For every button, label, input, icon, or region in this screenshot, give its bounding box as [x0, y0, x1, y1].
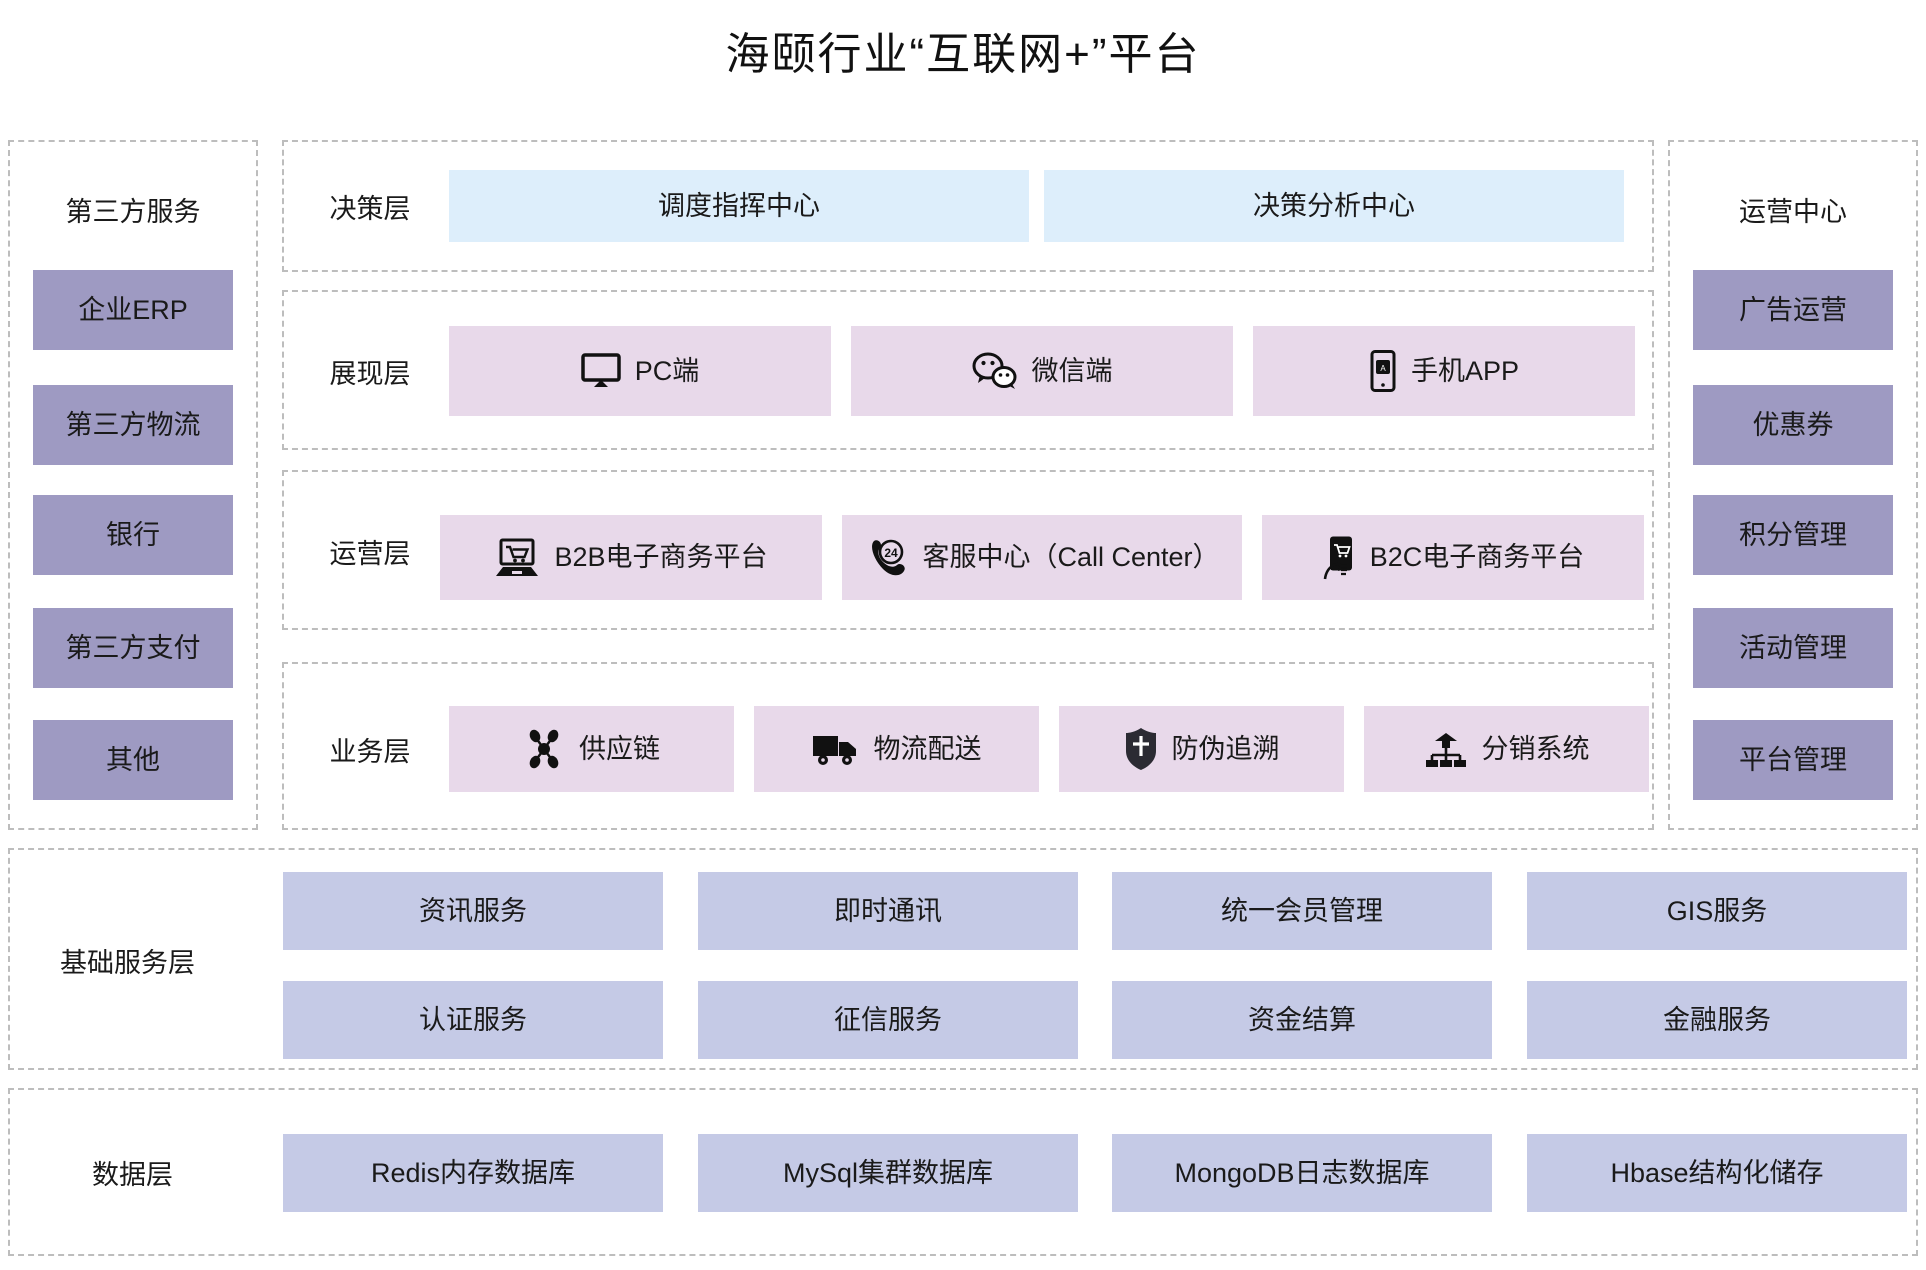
presentation-item-label: PC端 [634, 355, 700, 386]
business-item-distribution[interactable]: 分销系统 [1364, 706, 1649, 792]
presentation-item-label: 手机APP [1410, 355, 1520, 386]
third-party-item-label: 第三方支付 [65, 632, 201, 663]
base-service-item-news[interactable]: 资讯服务 [283, 872, 663, 950]
base-service-item-gis[interactable]: GIS服务 [1527, 872, 1907, 950]
base-service-item-label: 资讯服务 [419, 895, 527, 926]
base-service-item-label: 认证服务 [419, 1004, 527, 1035]
decision-item-dispatch-center[interactable]: 调度指挥中心 [449, 170, 1029, 242]
operation-center-panel-frame [1668, 140, 1918, 830]
business-item-label: 分销系统 [1481, 733, 1590, 764]
third-party-item-logistics[interactable]: 第三方物流 [33, 385, 233, 465]
base-service-item-finance[interactable]: 金融服务 [1527, 981, 1907, 1059]
third-party-item-label: 企业ERP [78, 294, 188, 325]
base-service-item-settlement[interactable]: 资金结算 [1112, 981, 1492, 1059]
truck-icon [812, 731, 860, 767]
third-party-item-payment[interactable]: 第三方支付 [33, 608, 233, 688]
distribution-icon [1424, 729, 1468, 769]
presentation-item-mobile-app[interactable]: A 手机APP [1253, 326, 1635, 416]
operation-center-item-label: 活动管理 [1739, 632, 1847, 663]
business-item-supply-chain[interactable]: 供应链 [449, 706, 734, 792]
operation-center-item-ads[interactable]: 广告运营 [1693, 270, 1893, 350]
base-service-item-auth[interactable]: 认证服务 [283, 981, 663, 1059]
operation-item-b2c[interactable]: B2C电子商务平台 [1262, 515, 1644, 600]
presentation-layer-frame [282, 290, 1654, 450]
base-service-item-label: 统一会员管理 [1221, 895, 1383, 926]
operation-layer-frame [282, 470, 1654, 630]
third-party-item-label: 银行 [106, 519, 160, 550]
supply-chain-icon [523, 728, 565, 770]
presentation-item-wechat[interactable]: 微信端 [851, 326, 1233, 416]
hand-phone-cart-icon [1322, 535, 1356, 581]
shield-icon [1124, 727, 1158, 771]
base-service-item-im[interactable]: 即时通讯 [698, 872, 1078, 950]
presentation-item-label: 微信端 [1031, 355, 1113, 386]
decision-item-analysis-center[interactable]: 决策分析中心 [1044, 170, 1624, 242]
business-item-label: 物流配送 [873, 733, 982, 764]
decision-layer-frame [282, 140, 1654, 272]
operation-center-item-points[interactable]: 积分管理 [1693, 495, 1893, 575]
operation-item-label: 客服中心（Call Center） [922, 542, 1220, 572]
data-layer-frame [8, 1088, 1918, 1256]
base-service-item-label: 征信服务 [834, 1004, 942, 1035]
data-layer-item-mysql[interactable]: MySql集群数据库 [698, 1134, 1078, 1212]
base-service-item-member[interactable]: 统一会员管理 [1112, 872, 1492, 950]
operation-item-call-center[interactable]: 24 客服中心（Call Center） [842, 515, 1242, 600]
operation-item-label: B2C电子商务平台 [1369, 542, 1585, 572]
data-layer-item-label: MongoDB日志数据库 [1174, 1157, 1430, 1188]
operation-center-item-label: 优惠券 [1752, 409, 1834, 440]
base-service-item-label: 金融服务 [1663, 1004, 1771, 1035]
mobile-app-icon: A [1369, 350, 1397, 392]
svg-text:A: A [1380, 364, 1386, 373]
base-service-item-label: GIS服务 [1666, 895, 1768, 926]
operation-center-item-campaign[interactable]: 活动管理 [1693, 608, 1893, 688]
presentation-layer-label: 展现层 [329, 358, 411, 389]
business-item-label: 防伪追溯 [1171, 733, 1280, 764]
data-layer-item-mongodb[interactable]: MongoDB日志数据库 [1112, 1134, 1492, 1212]
data-layer-item-label: Redis内存数据库 [370, 1157, 576, 1188]
data-layer-item-hbase[interactable]: Hbase结构化储存 [1527, 1134, 1907, 1212]
third-party-item-other[interactable]: 其他 [33, 720, 233, 800]
business-item-anti-counterfeit[interactable]: 防伪追溯 [1059, 706, 1344, 792]
page-title: 海颐行业“互联网+”平台 [725, 30, 1201, 79]
data-layer-item-label: Hbase结构化储存 [1610, 1157, 1824, 1188]
base-service-item-label: 资金结算 [1248, 1004, 1356, 1035]
third-party-panel-frame [8, 140, 258, 830]
phone-24-icon: 24 [864, 537, 908, 579]
third-party-item-bank[interactable]: 银行 [33, 495, 233, 575]
operation-item-label: B2B电子商务平台 [554, 542, 768, 572]
business-layer-label: 业务层 [329, 736, 411, 767]
base-service-layer-label: 基础服务层 [60, 947, 195, 978]
presentation-item-pc[interactable]: PC端 [449, 326, 831, 416]
data-layer-label: 数据层 [92, 1159, 173, 1190]
operation-center-item-platform[interactable]: 平台管理 [1693, 720, 1893, 800]
svg-text:24: 24 [885, 546, 899, 560]
third-party-item-label: 第三方物流 [65, 409, 201, 440]
data-layer-item-redis[interactable]: Redis内存数据库 [283, 1134, 663, 1212]
business-item-label: 供应链 [579, 733, 660, 764]
operation-center-item-label: 平台管理 [1739, 744, 1847, 775]
decision-layer-label: 决策层 [329, 193, 411, 224]
base-service-item-label: 即时通讯 [834, 895, 942, 926]
decision-item-label: 决策分析中心 [1253, 190, 1415, 221]
third-party-item-label: 其他 [106, 744, 160, 775]
operation-layer-label: 运营层 [329, 538, 411, 569]
operation-center-item-coupon[interactable]: 优惠券 [1693, 385, 1893, 465]
laptop-cart-icon [494, 538, 540, 578]
data-layer-item-label: MySql集群数据库 [782, 1157, 993, 1188]
third-party-panel-heading: 第三方服务 [65, 197, 201, 227]
business-layer-frame [282, 662, 1654, 830]
operation-center-item-label: 广告运营 [1739, 294, 1847, 325]
operation-item-b2b[interactable]: B2B电子商务平台 [440, 515, 822, 600]
third-party-item-erp[interactable]: 企业ERP [33, 270, 233, 350]
base-service-layer-frame [8, 848, 1918, 1070]
operation-center-item-label: 积分管理 [1739, 519, 1847, 550]
operation-center-panel-heading: 运营中心 [1739, 197, 1847, 227]
monitor-icon [580, 353, 621, 389]
base-service-item-credit[interactable]: 征信服务 [698, 981, 1078, 1059]
business-item-logistics[interactable]: 物流配送 [754, 706, 1039, 792]
decision-item-label: 调度指挥中心 [658, 190, 820, 221]
wechat-icon [972, 352, 1018, 390]
